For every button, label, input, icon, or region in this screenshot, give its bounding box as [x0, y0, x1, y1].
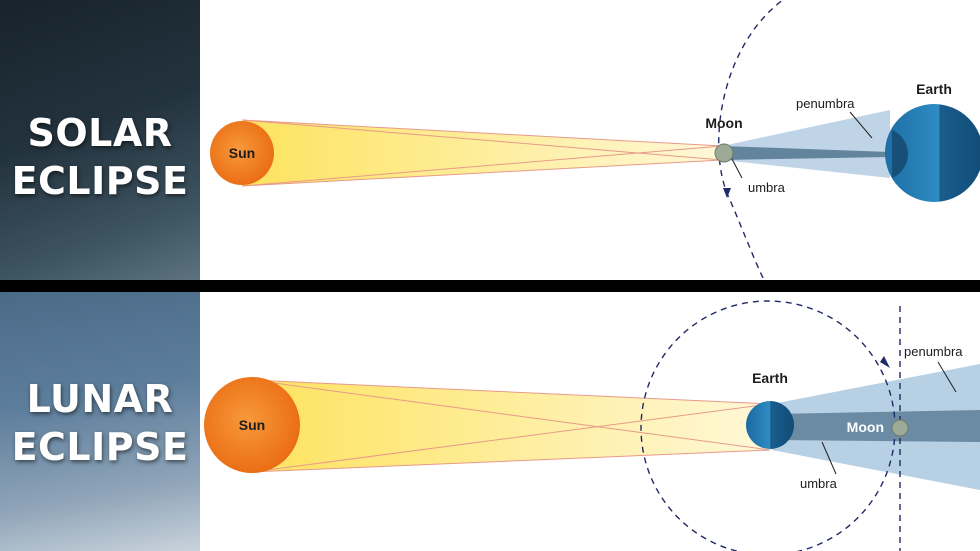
solar-title-line2: ECLIPSE: [11, 159, 189, 203]
lunar-eclipse-diagram: Sun Earth Moon penumbra umbra: [200, 292, 980, 551]
earth: [746, 401, 794, 449]
umbra-cone: [722, 146, 890, 160]
sunlight-rays: [241, 119, 723, 187]
sun: [210, 121, 274, 185]
sunlight-beam: [242, 120, 722, 186]
sunlight-beam: [252, 380, 770, 472]
penumbra-label: penumbra: [796, 96, 855, 111]
umbra-label: umbra: [748, 180, 786, 195]
solar-eclipse-banner: SOLAR ECLIPSE: [0, 0, 200, 280]
orbit-arrow-icon: [723, 188, 731, 198]
moon: [714, 143, 734, 163]
lunar-title-line2: ECLIPSE: [11, 425, 189, 469]
sun: [204, 377, 300, 473]
penumbra-label: penumbra: [904, 344, 963, 359]
sunlight-rays: [251, 379, 771, 473]
penumbra-cone: [722, 110, 890, 178]
umbra-label: umbra: [800, 476, 838, 491]
orbit-arrow-icon: [880, 356, 890, 368]
earth-shadow-spot: [892, 130, 908, 178]
solar-title-line1: SOLAR: [27, 111, 173, 155]
moon-label: Moon: [705, 115, 742, 131]
lunar-eclipse-banner: LUNAR ECLIPSE: [0, 292, 200, 551]
sun-label: Sun: [239, 417, 265, 433]
earth-label: Earth: [752, 370, 788, 386]
umbra-cone: [772, 410, 980, 442]
solar-diagram-svg: Sun Moon Earth penumbra umbra: [210, 0, 980, 280]
umbra-pointer: [821, 441, 837, 475]
earth: [885, 104, 980, 202]
penumbra-pointer: [937, 361, 957, 393]
lunar-title-line1: LUNAR: [26, 377, 174, 421]
solar-eclipse-title: SOLAR ECLIPSE: [0, 109, 200, 205]
lunar-diagram-svg: Sun Earth Moon penumbra umbra: [204, 300, 980, 551]
solar-eclipse-diagram: Sun Moon Earth penumbra umbra: [200, 0, 980, 280]
moon-label: Moon: [847, 419, 884, 435]
moon-orbit: [718, 0, 785, 280]
lunar-eclipse-title: LUNAR ECLIPSE: [0, 375, 200, 471]
sun-label: Sun: [229, 145, 255, 161]
moon: [891, 419, 909, 437]
earth-label: Earth: [916, 81, 952, 97]
umbra-pointer: [731, 158, 743, 179]
penumbra-pointer: [849, 111, 873, 139]
